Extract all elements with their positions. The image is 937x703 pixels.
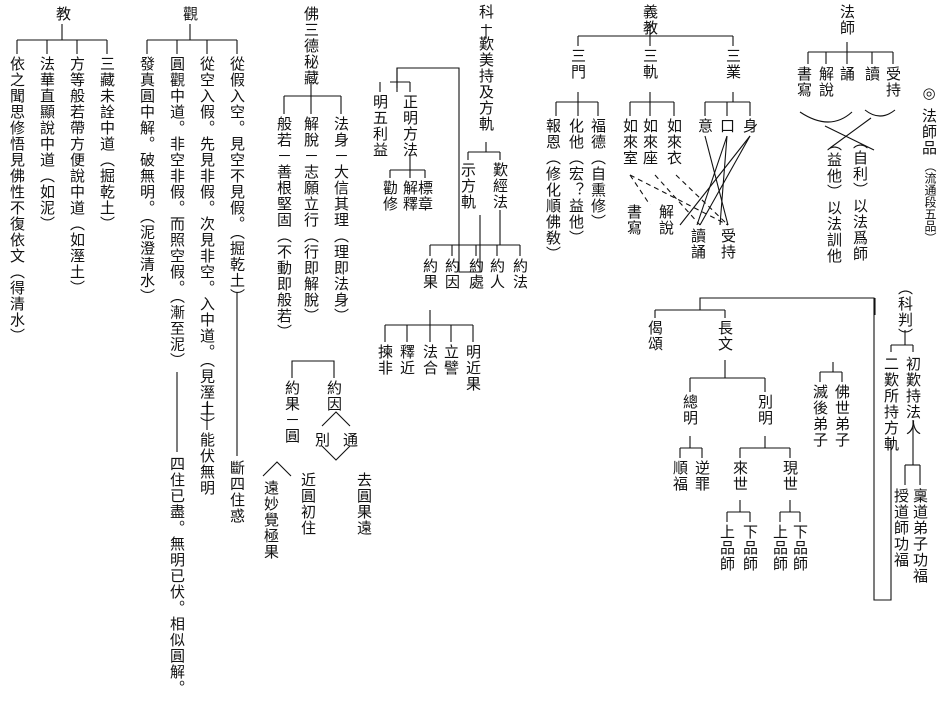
kepan-b: 二歎所持方軌 (882, 356, 900, 452)
guan-head: 觀 (181, 6, 199, 22)
yijiao-target-jieshuo: 解說 (657, 204, 675, 236)
ke-right-head: 歎經法 (491, 162, 509, 210)
ke-left-mid: 正明方法 (401, 94, 419, 158)
yijiao-baoen: 報恩（修化順佛敎） (544, 118, 562, 262)
ke-right-item-3: 約處 (467, 258, 485, 290)
ke-left-mid-item-3: 勸修 (381, 180, 399, 212)
yijiao-group-3-head: 三門 (569, 48, 587, 80)
fo-fruit-label: 約果－圓 (283, 380, 301, 444)
ke-fruit-item-4: 釋近 (398, 344, 416, 376)
kepan-a-child: 稟道弟子功福 (911, 488, 929, 584)
yijiao-kou: 口 (718, 118, 736, 134)
ke-left-mid-item-1: 標章 (416, 180, 434, 212)
yijiao-yi-garment: 如來衣 (665, 118, 683, 166)
kepan-jisong: 偈頌 (646, 320, 664, 352)
ke-right-item-4: 約因 (443, 258, 461, 290)
ke-left-side: 明五利益 (371, 94, 389, 158)
ke-right-item-5: 約果 (421, 258, 439, 290)
guan-result-1: 斷四住惑 (228, 460, 246, 524)
yijiao-target-dusong: 讀誦 (689, 228, 707, 260)
kepan-zongming: 總明 (681, 394, 699, 426)
yijiao-huata: 化他（宏？益他） (567, 118, 585, 246)
kepan-laishi-shangpin: 上品師 (718, 524, 736, 572)
kepan-nizui: 逆罪 (693, 460, 711, 492)
fashi-head: 法師 (838, 4, 856, 36)
yijiao-zuo: 如來座 (641, 118, 659, 166)
kepan-miehou: 滅後弟子 (811, 384, 829, 448)
ke-fruit-item-1: 明近果 (464, 344, 482, 392)
kepan-a: 初歎持法人 (904, 356, 922, 436)
guan-item-4: 發真圓中解。破無明。（泥澄清水） (138, 56, 156, 305)
jiao-item-2: 方等般若帶方便說中道（如溼土） (68, 56, 86, 296)
fo-cause-tong: 通 (341, 432, 359, 448)
fo-fruit-result: 遠妙覺極果 (262, 480, 280, 560)
kepan-changwen: 長文 (716, 320, 734, 352)
title-note: （流通段五品） (923, 160, 937, 244)
fashi-item-song: 誦 (838, 66, 856, 82)
jiao-item-4: 依之聞思修悟見佛性不復依文（得清水） (8, 56, 26, 344)
guan-result-2: 能伏無明 (198, 432, 216, 496)
kepan-xianshi: 現世 (781, 460, 799, 492)
ke-fruit-item-3: 法合 (421, 344, 439, 376)
ke-right-item-1: 約法 (511, 258, 529, 290)
fo-branch-1: 法身－大信其理（理即法身） (332, 116, 350, 324)
ke-left-head: 示方軌 (459, 162, 477, 210)
yijiao-shi: 如來室 (621, 118, 639, 166)
kepan-head: （科判） (896, 280, 914, 344)
ke-fruit-item-5: 揀非 (376, 344, 394, 376)
yijiao-fude: 福德（自熏修） (589, 118, 607, 230)
fo-cause-result-2: 近圓初住 (299, 472, 317, 536)
jiao-item-1: 三藏未詮中道（掘乾土） (98, 56, 116, 232)
guan-item-1: 從假入空。見空不見假。（掘乾土） (228, 56, 246, 305)
fashi-item-jieshuo: 解說 (817, 66, 835, 98)
yijiao-target-shuxie: 書寫 (625, 204, 643, 236)
yijiao-target-shouchi: 受持 (719, 228, 737, 260)
fo-head: 佛三德秘藏 (302, 6, 320, 86)
ke-left-mid-item-2: 解釋 (401, 180, 419, 212)
yijiao-shen: 身 (741, 118, 759, 134)
fashi-item-shuxie: 書寫 (795, 66, 813, 98)
yijiao-yi: 意 (696, 118, 714, 134)
guan-item-3: 圓觀中道。非空非假。而照空假。（漸至泥） (168, 56, 186, 369)
fashi-item-du: 讀 (863, 66, 881, 82)
fo-cause-result-1: 去圓果遠 (355, 472, 373, 536)
fo-cause-label: 約因 (325, 380, 343, 412)
yijiao-group-2-head: 三軌 (641, 48, 659, 80)
ke-right-item-2: 約人 (488, 258, 506, 290)
fashi-item-shouchi: 受持 (884, 66, 902, 98)
kepan-xianshi-xiapin: 下品師 (791, 524, 809, 572)
kepan-shunfu: 順福 (671, 460, 689, 492)
guan-result-3: 四住已盡。無明已伏。相似圓解。 (168, 456, 186, 696)
fashi-tata: （益他）以法訓他 (825, 136, 843, 264)
kepan-laishi-xiapin: 下品師 (741, 524, 759, 572)
fo-cause-bie: 別 (313, 432, 331, 448)
yijiao-group-1-head: 三業 (724, 48, 742, 80)
kepan-xianshi-shangpin: 上品師 (771, 524, 789, 572)
fashi-zili: （自利）以法爲師 (851, 134, 869, 262)
jiao-item-3: 法華直顯說中道（如泥） (38, 56, 56, 232)
fo-branch-2: 解脫－志願立行（行即解脫） (302, 116, 320, 324)
title-mark: ◎ (920, 84, 937, 103)
yijiao-head: 義教 (641, 4, 659, 36)
ke-fruit-item-2: 立譬 (442, 344, 460, 376)
kepan-b-child: 授道師功福 (892, 488, 910, 568)
page-title: 法師品 (920, 108, 937, 156)
ke-head: 科－歎美持及方軌 (477, 4, 495, 132)
jiao-head: 教 (54, 6, 72, 22)
kepan-foshi: 佛世弟子 (833, 384, 851, 448)
guan-item-2: 從空入假。先見非假。次見非空。入中道。（見溼土） (198, 56, 216, 433)
fo-branch-3: 般若－善根堅固（不動即般若） (275, 116, 293, 340)
kepan-bieming: 別明 (756, 394, 774, 426)
kepan-laishi: 來世 (731, 460, 749, 492)
